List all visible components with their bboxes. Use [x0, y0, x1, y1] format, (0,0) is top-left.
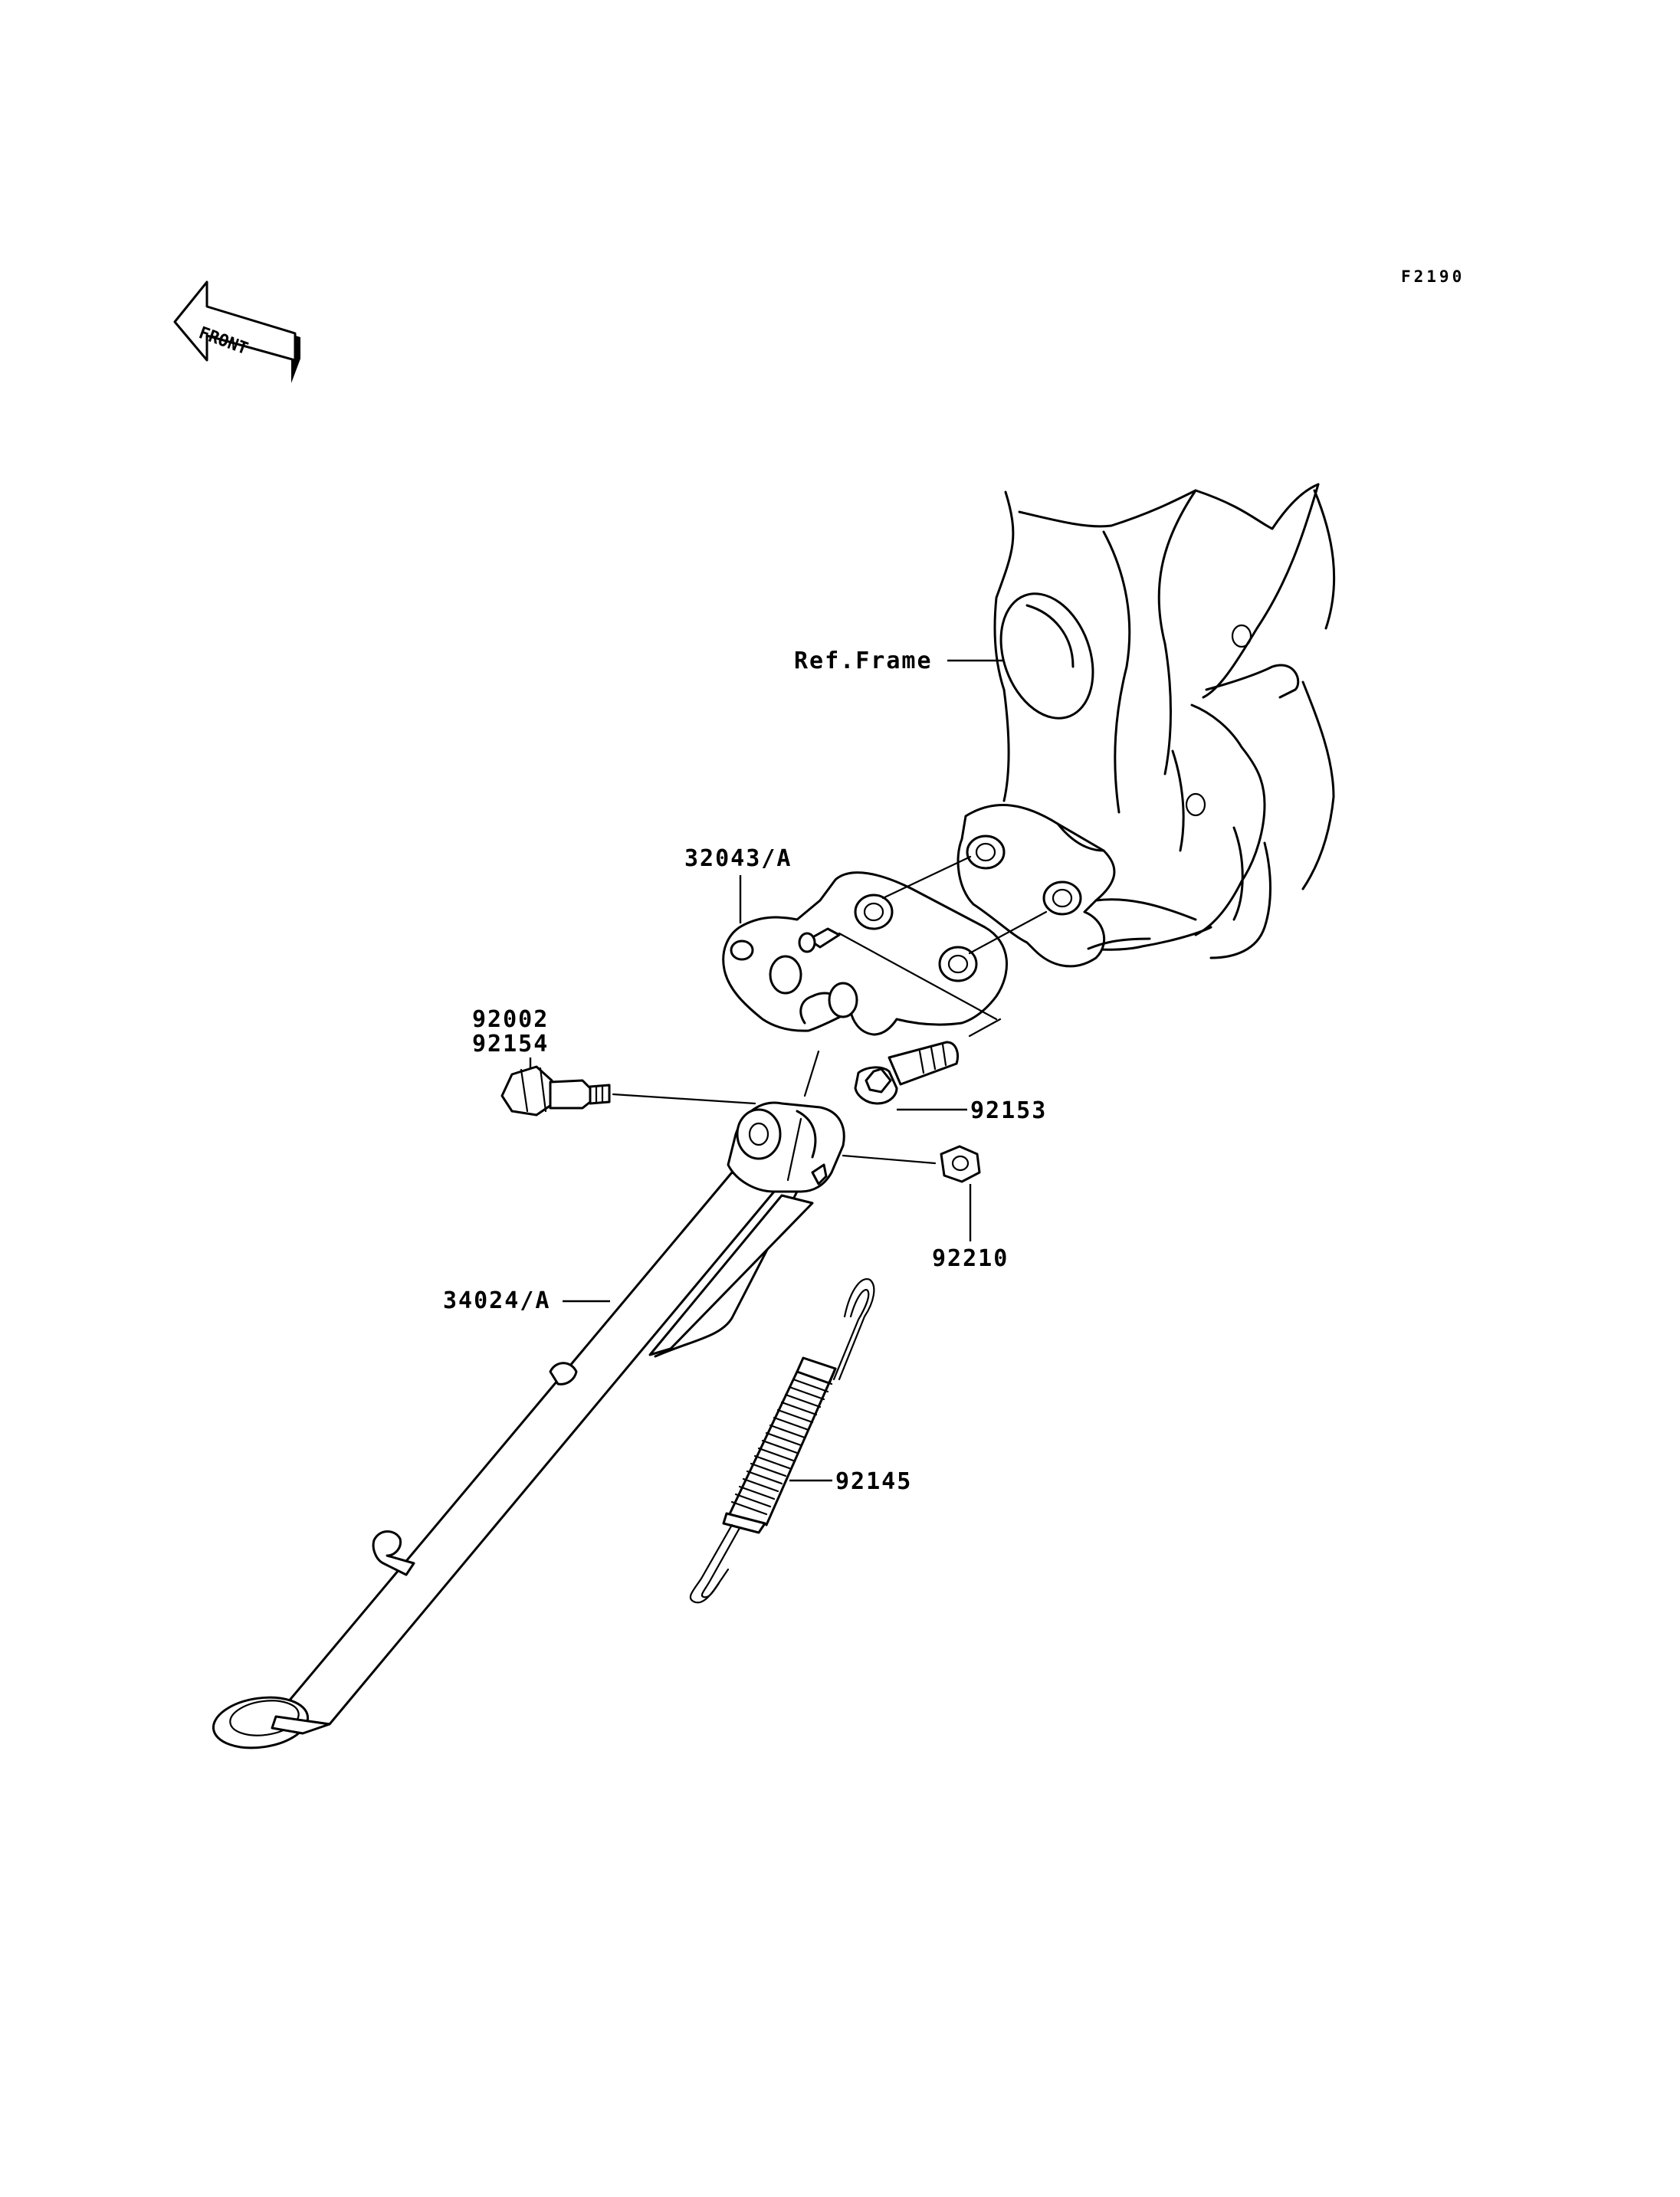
label-nut: 92210 — [932, 1245, 1009, 1272]
label-bracket: 32043/A — [684, 845, 792, 872]
pivot-bolt-part — [500, 1065, 756, 1117]
diagram-code: F2190 — [1401, 267, 1465, 286]
front-arrow-icon: FRONT — [173, 280, 300, 383]
label-ref-frame: Ref.Frame — [794, 648, 933, 674]
bracket-part — [722, 855, 1048, 1097]
label-flange-bolt: 92153 — [970, 1097, 1047, 1124]
frame-drawing — [956, 483, 1336, 968]
spring-coils — [722, 1367, 837, 1534]
label-bolt-a: 92002 — [472, 1006, 549, 1033]
label-bolt-b: 92154 — [472, 1031, 549, 1058]
label-spring: 92145 — [835, 1468, 912, 1495]
label-stand: 34024/A — [443, 1287, 550, 1314]
nut-part — [842, 1145, 981, 1183]
side-stand-part — [212, 1101, 845, 1749]
flange-bolt-part — [854, 1041, 959, 1105]
spring-part — [689, 1117, 875, 1604]
